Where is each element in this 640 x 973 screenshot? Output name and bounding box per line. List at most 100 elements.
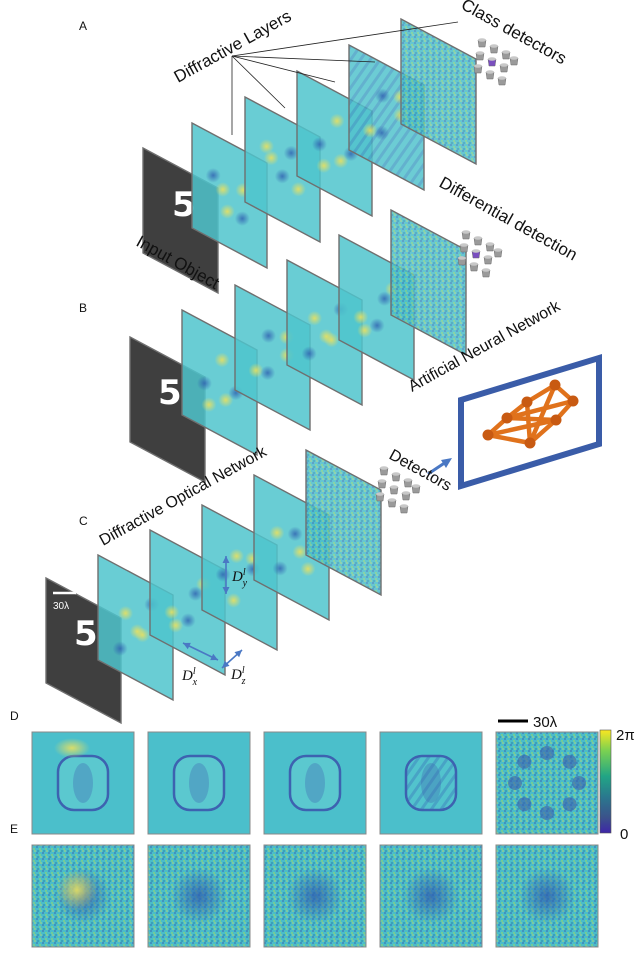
detector-icon-top: [502, 50, 510, 54]
layer-texture: [287, 526, 303, 542]
layer-texture: [260, 365, 276, 381]
phase-map-d-core: [73, 763, 93, 803]
layer-texture: [374, 125, 390, 141]
panel-label-e: E: [10, 822, 18, 836]
ann-connection: [504, 415, 559, 423]
ann-connection: [485, 432, 533, 446]
ann-connection: [485, 417, 559, 438]
detector-icon-top: [402, 491, 410, 495]
layer-texture: [374, 88, 390, 104]
detector-icon-top: [376, 492, 384, 496]
phase-map-e-center: [403, 868, 459, 924]
colorbar-min-label: 0: [620, 826, 628, 843]
ann-connection: [527, 417, 559, 446]
layer-texture: [196, 375, 212, 391]
phase-map-d-lobe: [404, 754, 458, 812]
leader-line: [231, 21, 459, 57]
input-digit: 5: [74, 614, 98, 654]
layer-texture: [269, 525, 285, 541]
detector-icon-top: [494, 248, 502, 252]
layer-texture: [263, 150, 279, 166]
detector-icon-top: [462, 230, 470, 234]
scale-label-c: 30λ: [53, 601, 69, 612]
dimension-arrowhead: [222, 556, 230, 563]
panel-d-phase-maps: [31, 731, 599, 835]
detector-icon-top: [404, 478, 412, 482]
layer-texture: [311, 136, 327, 152]
phase-map-d-ring: [517, 797, 532, 812]
detector-icon-top: [486, 70, 494, 74]
diffractive-layer-c-plate: [305, 448, 382, 597]
layer-texture: [376, 291, 392, 307]
diffractive-layer-b-plate: [390, 208, 467, 357]
phase-map-d: [495, 731, 599, 835]
layer-texture: [353, 309, 369, 325]
phase-map-d-ring: [517, 754, 532, 769]
detector-to-ann-arrow: [427, 460, 447, 476]
detector-icon-top: [378, 479, 386, 483]
ann-connection: [504, 398, 576, 421]
panel-label-c: C: [79, 514, 88, 528]
layer-texture: [226, 593, 242, 608]
layer-texture: [357, 323, 373, 338]
diffractive-layer-b: [390, 208, 467, 357]
artificial-neural-network: [458, 353, 602, 491]
dimension-arrowhead: [234, 650, 242, 658]
phase-map-e-center: [171, 868, 227, 924]
diffractive-layer-c: [305, 448, 382, 597]
leader-line: [231, 55, 286, 109]
layer-texture: [219, 204, 235, 219]
phase-map-d-lobe: [56, 754, 110, 812]
layer-texture: [300, 561, 316, 577]
phase-map-e: [263, 844, 367, 948]
phase-map-d-lobe: [288, 754, 342, 812]
detector-icon-top: [388, 498, 396, 502]
dimension-arrowhead: [222, 660, 230, 668]
phase-map-d: [147, 731, 251, 835]
phase-map-e-center: [519, 868, 575, 924]
detector-to-ann-arrowhead: [441, 458, 452, 468]
detector-icon-top: [500, 63, 508, 67]
phase-map-d: [263, 731, 367, 835]
layer-texture: [134, 627, 150, 643]
layer-texture: [274, 168, 290, 184]
layer-texture: [112, 641, 128, 656]
phase-map-e-center: [287, 868, 343, 924]
dimension-arrowhead: [222, 587, 230, 594]
phase-map-d-core: [189, 763, 209, 803]
phase-map-d-ring: [508, 776, 522, 790]
detector-icon-top: [488, 57, 496, 61]
layer-texture: [272, 561, 288, 576]
leader-line: [231, 55, 376, 63]
phase-map-d: [379, 731, 483, 835]
detector-icon-top: [472, 249, 480, 253]
layer-texture: [369, 318, 385, 333]
ann-node: [550, 414, 562, 426]
layer-texture: [283, 145, 299, 161]
panel-label-b: B: [79, 301, 87, 315]
detector-icon-top: [484, 255, 492, 259]
ann-node: [501, 412, 513, 424]
ann-node: [521, 396, 533, 408]
detector-icon-top: [458, 256, 466, 260]
input-digit: 5: [172, 185, 196, 225]
detector-icon-top: [392, 472, 400, 476]
detector-icon-top: [478, 38, 486, 42]
colorbar-max-label: 2π: [616, 727, 635, 744]
diffractive-layer-a-plate: [400, 17, 477, 166]
phase-map-d-ring: [562, 754, 577, 769]
detector-icon-top: [510, 56, 518, 60]
ann-connection: [524, 399, 533, 446]
leader-line: [231, 55, 336, 83]
phase-map-e-tile: [495, 844, 599, 948]
detector-icon-top: [482, 268, 490, 272]
detector-icon-top: [474, 64, 482, 68]
phase-map-d-ring: [540, 746, 554, 760]
layer-texture: [164, 604, 180, 620]
detector-icon-top: [474, 236, 482, 240]
ann-node: [524, 437, 536, 449]
